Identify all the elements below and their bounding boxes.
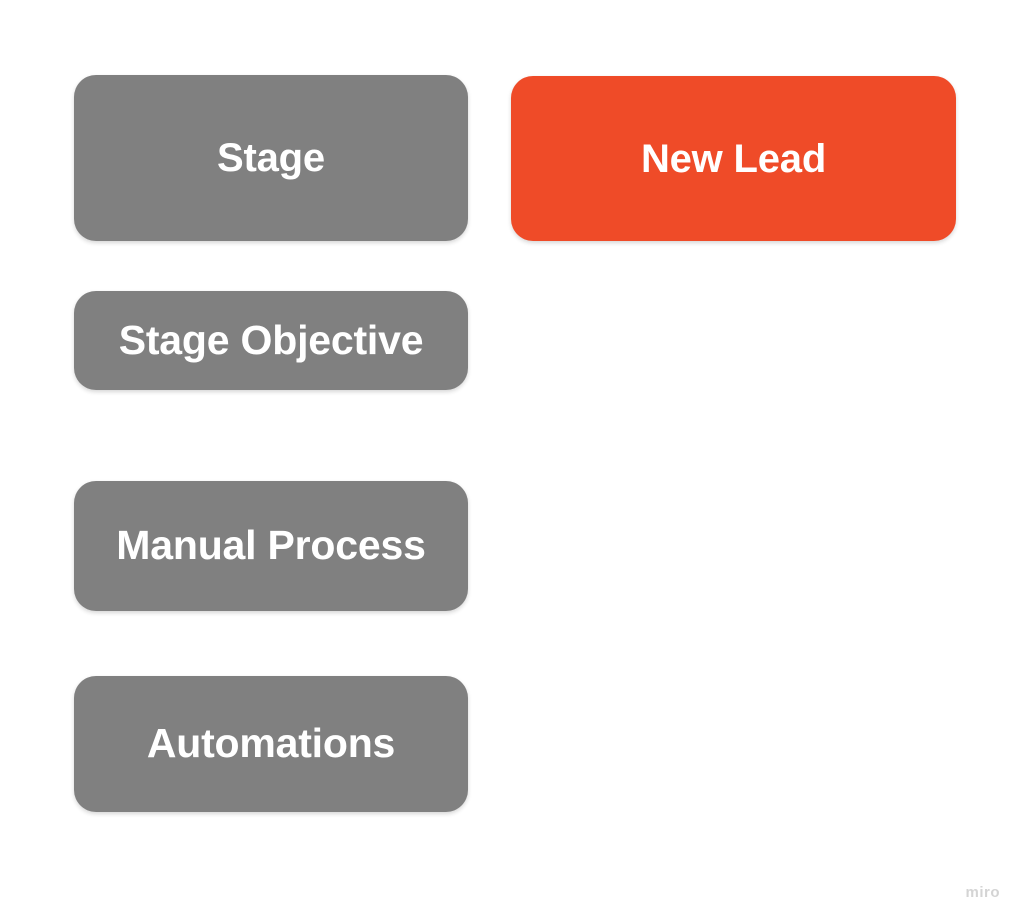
card-automations[interactable]: Automations xyxy=(74,676,468,812)
card-automations-label: Automations xyxy=(146,720,396,767)
card-new-lead-label: New Lead xyxy=(640,136,827,181)
card-new-lead[interactable]: New Lead xyxy=(511,76,956,241)
card-stage-label: Stage xyxy=(217,136,325,180)
card-manual-process-label: Manual Process xyxy=(116,522,426,569)
card-stage[interactable]: Stage xyxy=(74,75,468,241)
card-manual-process[interactable]: Manual Process xyxy=(74,481,468,611)
card-stage-objective-label: Stage Objective xyxy=(118,316,424,363)
card-stage-objective[interactable]: Stage Objective xyxy=(74,291,468,390)
miro-watermark: miro xyxy=(965,884,1000,901)
